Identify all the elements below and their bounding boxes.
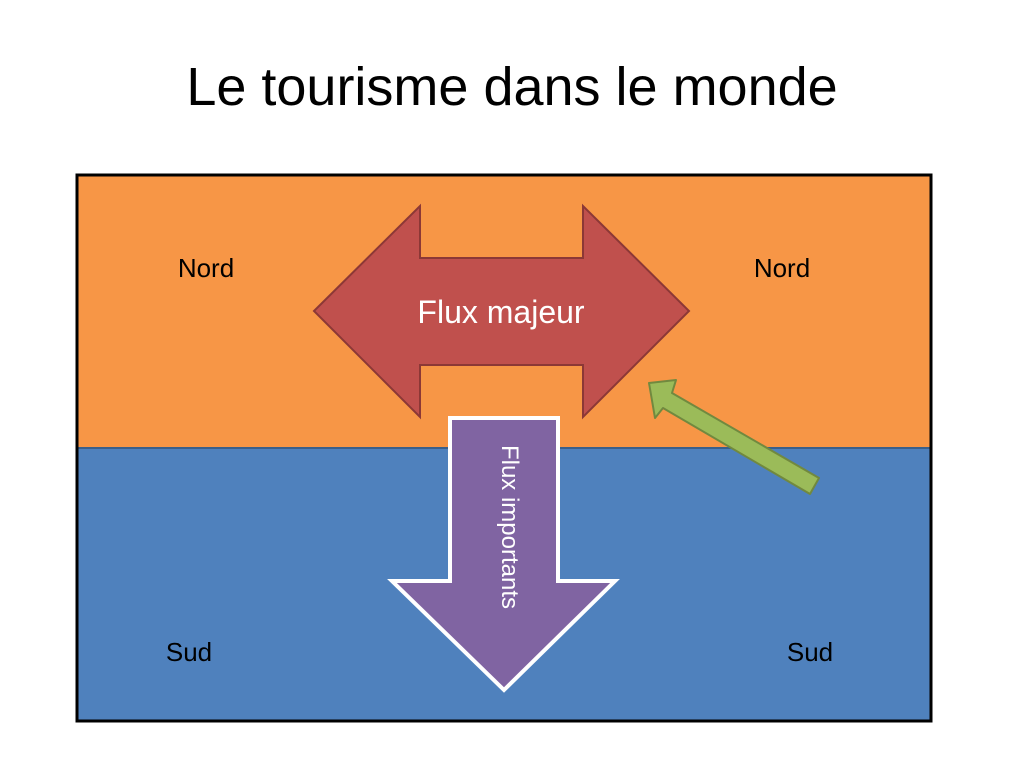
north-right-label: Nord	[754, 253, 810, 283]
south-right-label: Sud	[787, 637, 833, 667]
north-left-label: Nord	[178, 253, 234, 283]
secondary-flow-arrow	[648, 379, 820, 495]
important-flow-down-arrow	[387, 416, 620, 693]
important-flow-label: Flux importants	[496, 445, 523, 609]
major-flow-label: Flux majeur	[417, 294, 585, 330]
major-flow-double-arrow	[312, 203, 691, 420]
slide-title: Le tourisme dans le monde	[186, 57, 838, 117]
diagram-frame	[75, 173, 933, 723]
south-left-label: Sud	[166, 637, 212, 667]
